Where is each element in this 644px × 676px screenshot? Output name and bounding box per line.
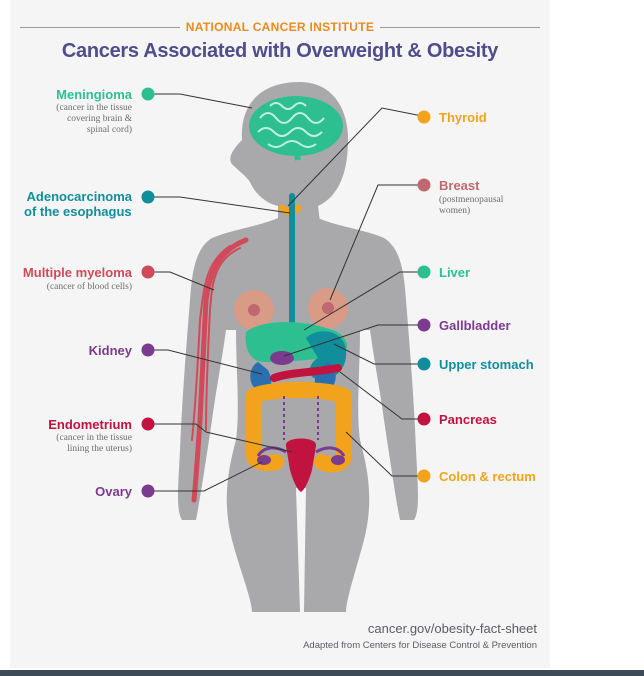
note-breast: (postmenopausal women) xyxy=(439,195,589,217)
endometrium-dot xyxy=(141,417,155,431)
leader-lines-left xyxy=(148,93,293,492)
label-ovary: Ovary xyxy=(95,484,132,499)
label-colon-rectum: Colon & rectum xyxy=(439,469,536,484)
liver-dot xyxy=(417,265,431,279)
leader-lines-right xyxy=(283,107,423,477)
label-meningioma: Meningioma xyxy=(56,87,132,102)
gallbladder-dot xyxy=(417,318,431,332)
source-url[interactable]: cancer.gov/obesity-fact-sheet xyxy=(367,621,537,636)
label-myeloma: Multiple myeloma xyxy=(22,265,132,280)
esophagus-dot xyxy=(141,190,155,204)
breast-illustration xyxy=(234,288,348,330)
label-esophagus: Adenocarcinoma of the esophagus xyxy=(12,189,132,219)
breast-dot xyxy=(417,178,431,192)
leg-gap xyxy=(296,488,306,612)
colon-dot xyxy=(417,469,431,483)
note-endometrium: (cancer in the tissue lining the uterus) xyxy=(12,433,132,455)
note-myeloma: (cancer of blood cells) xyxy=(46,282,132,292)
pancreas-dot xyxy=(417,412,431,426)
meningioma-dot xyxy=(141,87,155,101)
label-upper-stomach: Upper stomach xyxy=(439,357,534,372)
label-endometrium: Endometrium xyxy=(48,417,132,432)
label-kidney: Kidney xyxy=(88,343,132,358)
label-line: Adenocarcinoma xyxy=(26,189,132,204)
kidney-dot xyxy=(141,343,155,357)
institute-name: NATIONAL CANCER INSTITUTE xyxy=(0,20,560,34)
upper-stomach-dot xyxy=(417,357,431,371)
myeloma-dot xyxy=(141,265,155,279)
myeloma-illustration xyxy=(191,237,249,503)
pancreas-illustration xyxy=(270,364,342,382)
source-credit: Adapted from Centers for Disease Control… xyxy=(303,640,537,651)
note-line: women) xyxy=(439,206,471,216)
label-gallbladder: Gallbladder xyxy=(439,318,511,333)
label-breast: Breast xyxy=(439,178,480,193)
brain-illustration xyxy=(249,96,343,161)
note-line: (postmenopausal xyxy=(439,195,504,205)
note-meningioma: (cancer in the tissue covering brain & s… xyxy=(12,103,132,136)
thyroid-dot xyxy=(417,110,431,124)
label-thyroid: Thyroid xyxy=(439,110,487,125)
bottom-taskbar-strip xyxy=(0,670,644,676)
note-line: (cancer in the tissue xyxy=(56,103,132,113)
label-pancreas: Pancreas xyxy=(439,412,497,427)
note-line: (cancer in the tissue xyxy=(56,433,132,443)
note-line: spinal cord) xyxy=(86,125,132,135)
note-line: covering brain & xyxy=(67,114,132,124)
page-title: Cancers Associated with Overweight & Obe… xyxy=(61,40,499,62)
label-line: of the esophagus xyxy=(24,204,132,219)
gallbladder-illustration xyxy=(270,351,294,365)
ovary-dot xyxy=(141,484,155,498)
note-line: lining the uterus) xyxy=(67,444,132,454)
label-liver: Liver xyxy=(439,265,471,280)
